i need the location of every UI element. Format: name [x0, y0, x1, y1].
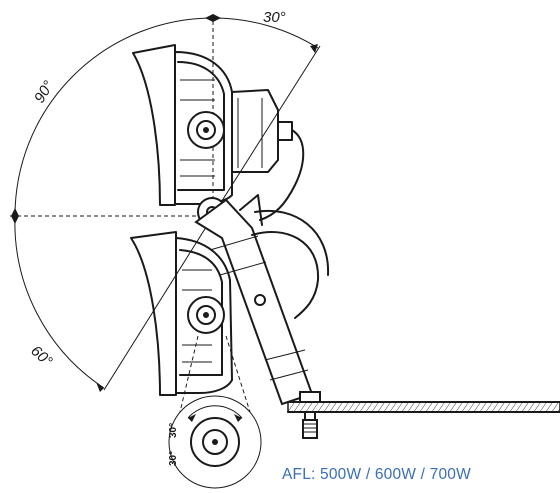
tilt-arc-30 [212, 17, 319, 49]
arrowhead [96, 382, 104, 392]
arrowhead [213, 14, 221, 22]
detail-angle-lower: 30° [168, 451, 179, 466]
tilt-30-line [212, 45, 321, 216]
mounting-bolt [299, 391, 321, 439]
detail-leader [179, 335, 199, 413]
detail-circle [168, 395, 262, 489]
mounting-surface [287, 401, 560, 413]
arrowhead [11, 216, 19, 224]
bracket-hole [254, 294, 266, 306]
arrowhead [11, 208, 19, 216]
model-caption: AFL: 500W / 600W / 700W [282, 466, 471, 483]
dimension-arc [14, 17, 214, 389]
upper-cable-gland [277, 121, 293, 141]
lower-visor [130, 231, 177, 396]
angle-label-90: 90° [31, 78, 57, 106]
arrowhead [205, 14, 213, 22]
angle-label-30: 30° [263, 9, 286, 26]
lower-lamp [130, 231, 233, 396]
upper-driver-box [231, 89, 279, 173]
arrowhead [310, 44, 318, 53]
upper-visor [132, 44, 176, 206]
tilt-60-line [103, 215, 214, 391]
upper-cable [259, 129, 305, 221]
lower-cable [251, 231, 320, 319]
detail-angle-upper: 30° [168, 423, 179, 438]
upper-lamp [132, 44, 305, 221]
angle-label-60: 60° [27, 342, 55, 370]
knob-detail: 30° 30° [168, 395, 262, 489]
lower-housing [175, 237, 233, 394]
